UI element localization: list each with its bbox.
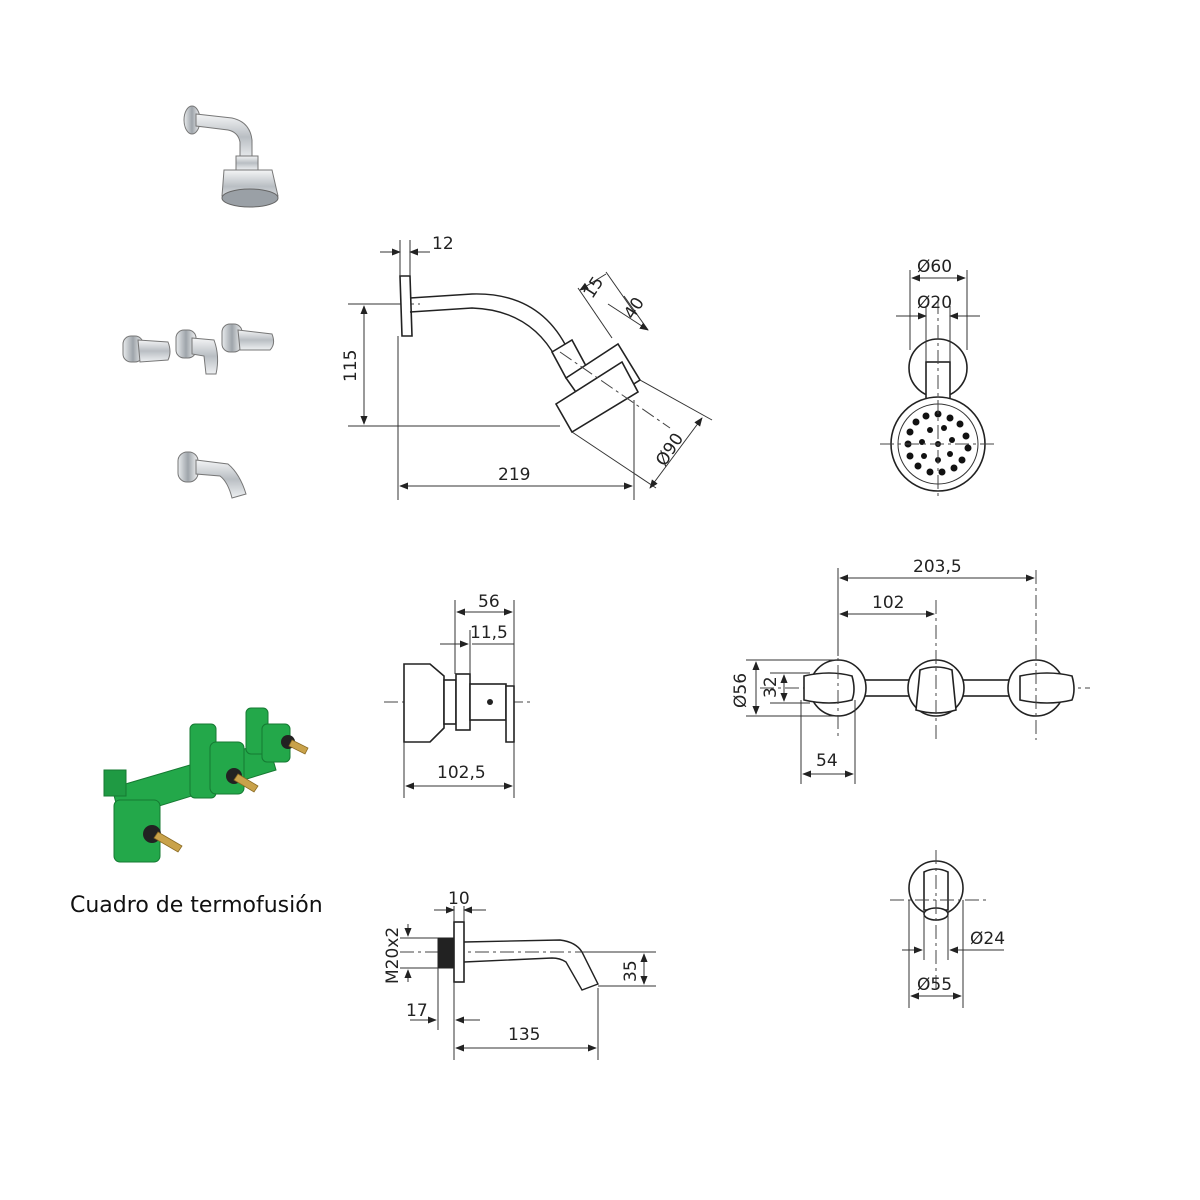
thermofusion-manifold-photo — [103, 707, 309, 863]
dim-d24: Ø24 — [970, 929, 1005, 949]
dim-135: 135 — [508, 1025, 540, 1045]
three-valves-photo — [122, 323, 275, 375]
dim-56: 56 — [478, 592, 500, 612]
spout-front-view: Ø24 Ø55 — [890, 850, 1005, 1008]
dim-35: 35 — [621, 960, 641, 982]
dim-32: 32 — [761, 676, 781, 698]
shower-nozzle-pattern — [904, 410, 972, 476]
valve-right-front — [1007, 659, 1075, 717]
dim-10: 10 — [448, 889, 470, 909]
dim-54: 54 — [816, 751, 838, 771]
dim-12: 12 — [432, 234, 454, 254]
dim-d20: Ø20 — [917, 293, 952, 313]
dim-102: 102 — [872, 593, 904, 613]
thread-label: M20x2 — [383, 927, 403, 984]
shower-arm-side-view: 12 115 219 15 40 Ø90 — [341, 234, 713, 500]
valve-left-front — [803, 659, 867, 717]
spout-side-view: 10 M20x2 17 135 35 — [383, 889, 656, 1060]
manifold-caption: Cuadro de termofusión — [70, 893, 323, 918]
shower-head-front-view: Ø60 Ø20 — [880, 257, 996, 500]
dim-203-5: 203,5 — [913, 557, 962, 577]
valve-side-view: 56 11,5 102,5 — [384, 592, 530, 798]
dim-17: 17 — [406, 1001, 428, 1021]
dim-219: 219 — [498, 465, 530, 485]
dim-d60: Ø60 — [917, 257, 952, 277]
dim-d90: Ø90 — [652, 430, 688, 470]
dim-d56: Ø56 — [731, 673, 751, 708]
dim-115: 115 — [341, 350, 361, 382]
spout-photo — [177, 451, 247, 499]
dim-102-5: 102,5 — [437, 763, 486, 783]
dim-d55: Ø55 — [917, 975, 952, 995]
shower-head-photo — [183, 105, 279, 208]
three-valves-front-view: 203,5 102 Ø56 32 54 — [731, 557, 1090, 784]
dim-15: 15 — [580, 273, 609, 302]
dim-11-5: 11,5 — [470, 623, 508, 643]
